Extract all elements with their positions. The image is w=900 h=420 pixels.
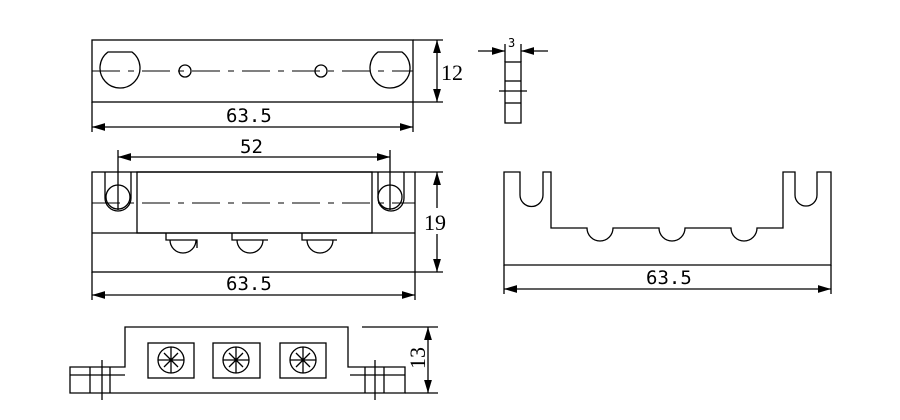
dimension-height: 19 bbox=[424, 210, 446, 235]
mounting-slot-left bbox=[99, 51, 141, 89]
top-view: 12 63.5 bbox=[91, 39, 463, 132]
adjustment-screw bbox=[279, 342, 327, 379]
dimension-height: 12 bbox=[441, 60, 463, 85]
front-view: 52 19 63.5 bbox=[91, 136, 454, 300]
small-hole bbox=[178, 64, 192, 78]
dimension-thickness: 3 bbox=[508, 36, 515, 50]
dimension-height: 13 bbox=[405, 347, 430, 369]
dimension-width: 63.5 bbox=[226, 105, 272, 127]
dimension-width: 63.5 bbox=[646, 267, 692, 289]
adjustment-screw bbox=[147, 342, 195, 379]
adjustment-screw bbox=[212, 342, 261, 379]
bottom-view: 13 bbox=[69, 326, 438, 400]
small-hole bbox=[314, 64, 328, 78]
bracket-view: 63.5 bbox=[503, 171, 832, 294]
dimension-width: 63.5 bbox=[226, 273, 272, 295]
dimension-hole-spacing: 52 bbox=[240, 136, 263, 158]
side-view: 3 bbox=[478, 36, 548, 124]
mounting-slot-right bbox=[369, 51, 411, 89]
